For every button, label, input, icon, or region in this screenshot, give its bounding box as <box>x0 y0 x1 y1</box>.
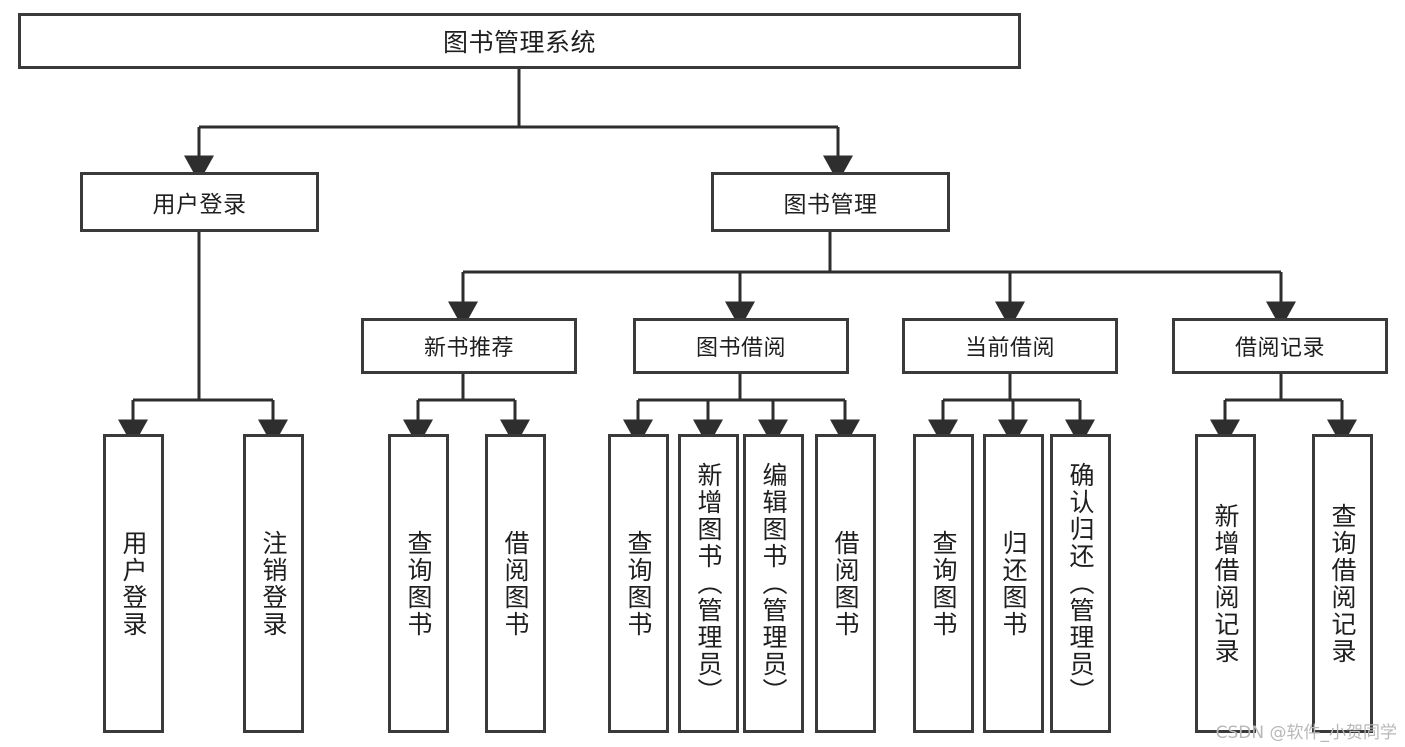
node-leaf-add-borrow-record[interactable]: 新增借阅记录 <box>1195 434 1256 733</box>
node-label: 当前借阅 <box>964 336 1055 361</box>
node-leaf-user-login[interactable]: 用户登录 <box>103 434 164 733</box>
node-leaf-borrow-book[interactable]: 借阅图书 <box>815 434 876 733</box>
node-label: 借阅图书 <box>501 529 530 638</box>
node-leaf-user-logout[interactable]: 注销登录 <box>243 434 304 733</box>
node-leaf-borrow-book-recommend[interactable]: 借阅图书 <box>485 434 546 733</box>
node-borrow-record[interactable]: 借阅记录 <box>1172 318 1388 374</box>
node-label: 查询图书 <box>929 529 958 638</box>
csdn-watermark: CSDN @软件_小贺同学 <box>1215 723 1397 743</box>
node-new-book-recommend[interactable]: 新书推荐 <box>361 318 577 374</box>
node-leaf-return-book[interactable]: 归还图书 <box>983 434 1044 733</box>
node-leaf-query-borrow-record[interactable]: 查询借阅记录 <box>1312 434 1373 733</box>
node-label: 编辑图书（管理员） <box>759 462 788 705</box>
node-user-login[interactable]: 用户登录 <box>80 172 319 232</box>
node-leaf-confirm-return-admin[interactable]: 确认归还（管理员） <box>1050 434 1111 733</box>
node-book-borrow[interactable]: 图书借阅 <box>633 318 849 374</box>
node-leaf-query-book-current[interactable]: 查询图书 <box>913 434 974 733</box>
node-label: 查询借阅记录 <box>1328 502 1357 665</box>
node-label: 新增图书（管理员） <box>694 462 723 705</box>
node-label: 借阅图书 <box>831 529 860 638</box>
node-leaf-add-book-admin[interactable]: 新增图书（管理员） <box>678 434 739 733</box>
node-label: 用户登录 <box>152 192 247 218</box>
node-current-borrow[interactable]: 当前借阅 <box>902 318 1118 374</box>
node-leaf-query-book-recommend[interactable]: 查询图书 <box>388 434 449 733</box>
node-label: 图书借阅 <box>695 336 786 361</box>
node-leaf-query-book-borrow[interactable]: 查询图书 <box>608 434 669 733</box>
node-label: 借阅记录 <box>1234 336 1325 361</box>
node-label: 用户登录 <box>119 529 148 638</box>
node-root-book-management-system[interactable]: 图书管理系统 <box>18 13 1021 69</box>
node-label: 归还图书 <box>999 529 1028 638</box>
node-leaf-edit-book-admin[interactable]: 编辑图书（管理员） <box>743 434 804 733</box>
node-book-management[interactable]: 图书管理 <box>711 172 950 232</box>
node-label: 图书管理系统 <box>442 28 596 57</box>
node-label: 确认归还（管理员） <box>1066 462 1095 705</box>
node-label: 查询图书 <box>404 529 433 638</box>
node-label: 图书管理 <box>783 192 878 218</box>
node-label: 注销登录 <box>259 529 288 638</box>
node-label: 查询图书 <box>624 529 653 638</box>
node-label: 新书推荐 <box>423 336 514 361</box>
node-label: 新增借阅记录 <box>1211 502 1240 665</box>
